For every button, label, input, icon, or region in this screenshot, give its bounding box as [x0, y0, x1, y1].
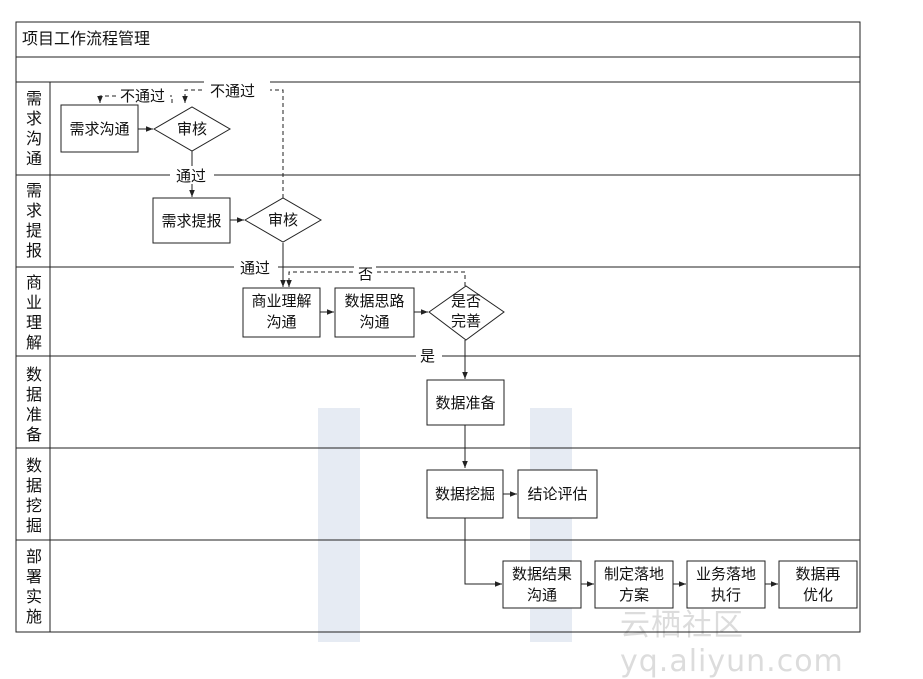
node-review1: 审核 [153, 106, 231, 152]
node-label-line2: 沟通 [527, 586, 557, 604]
node-conclusion: 结论评估 [517, 469, 598, 519]
lane-label-部署实施: 部署实施 [26, 547, 42, 626]
node-req-comm: 需求沟通 [60, 104, 139, 153]
node-plan: 制定落地 方案 [594, 560, 674, 609]
node-data-mining: 数据挖掘 [426, 469, 504, 519]
watermark-shape-left [318, 408, 360, 642]
node-label-line2: 优化 [803, 586, 833, 604]
node-label-line1: 数据再 [795, 565, 840, 583]
diagram-title: 项目工作流程管理 [22, 29, 150, 48]
node-review2: 审核 [244, 197, 322, 243]
lane-label-商业理解: 商业理解 [26, 273, 42, 352]
node-label: 结论评估 [527, 485, 587, 503]
edge-label-pass1: 通过 [176, 167, 206, 185]
lane-label-数据挖掘: 数据挖掘 [26, 456, 42, 535]
node-label-line1: 是否 [451, 292, 481, 310]
edge-complete-no [286, 271, 466, 287]
edge-mining-to-result [464, 518, 502, 587]
lane-label-需求提报: 需求提报 [26, 181, 42, 260]
node-label: 审核 [177, 120, 207, 138]
node-label-line2: 沟通 [266, 313, 296, 331]
node-label: 审核 [268, 211, 298, 229]
edge-label-fail2: 不通过 [210, 82, 255, 100]
node-label-line1: 制定落地 [604, 565, 664, 583]
node-execution: 业务落地 执行 [686, 560, 766, 609]
node-req-submit: 需求提报 [152, 197, 231, 244]
node-label: 需求提报 [161, 212, 221, 230]
node-label-line1: 商业理解 [251, 292, 311, 310]
node-data-prep: 数据准备 [426, 379, 505, 426]
edge-labels: 不通过 不通过 通过 通过 否 是 [116, 80, 442, 365]
swimlane-table [15, 21, 861, 633]
flowchart: 项目工作流程管理 需求沟通 需求提报 商业理解 数据准备 数据挖掘 部署实施 [15, 21, 861, 633]
lane-labels: 需求沟通 需求提报 商业理解 数据准备 数据挖掘 部署实施 [26, 89, 42, 626]
node-label: 数据挖掘 [435, 485, 495, 503]
edge-label-fail1: 不通过 [120, 87, 165, 105]
node-label-line2: 执行 [711, 586, 741, 604]
node-is-complete: 是否 完善 [428, 285, 505, 341]
node-label-line2: 完善 [451, 312, 481, 330]
lane-label-数据准备: 数据准备 [26, 365, 42, 444]
node-biz-understanding: 商业理解 沟通 [242, 287, 321, 338]
node-data-idea: 数据思路 沟通 [334, 287, 415, 338]
edge-label-pass2: 通过 [240, 259, 270, 277]
node-optimize: 数据再 优化 [778, 560, 858, 609]
node-label: 需求沟通 [69, 120, 129, 138]
node-label-line1: 业务落地 [696, 565, 756, 583]
node-label-line2: 沟通 [359, 313, 389, 331]
node-label-line1: 数据思路 [344, 292, 404, 310]
edge-label-no: 否 [358, 265, 373, 283]
node-data-result: 数据结果 沟通 [502, 560, 582, 609]
node-label: 数据准备 [435, 394, 495, 412]
node-label-line2: 方案 [619, 586, 649, 604]
lane-label-需求沟通: 需求沟通 [26, 89, 42, 168]
node-label-line1: 数据结果 [512, 565, 572, 583]
edge-label-yes: 是 [420, 347, 435, 365]
